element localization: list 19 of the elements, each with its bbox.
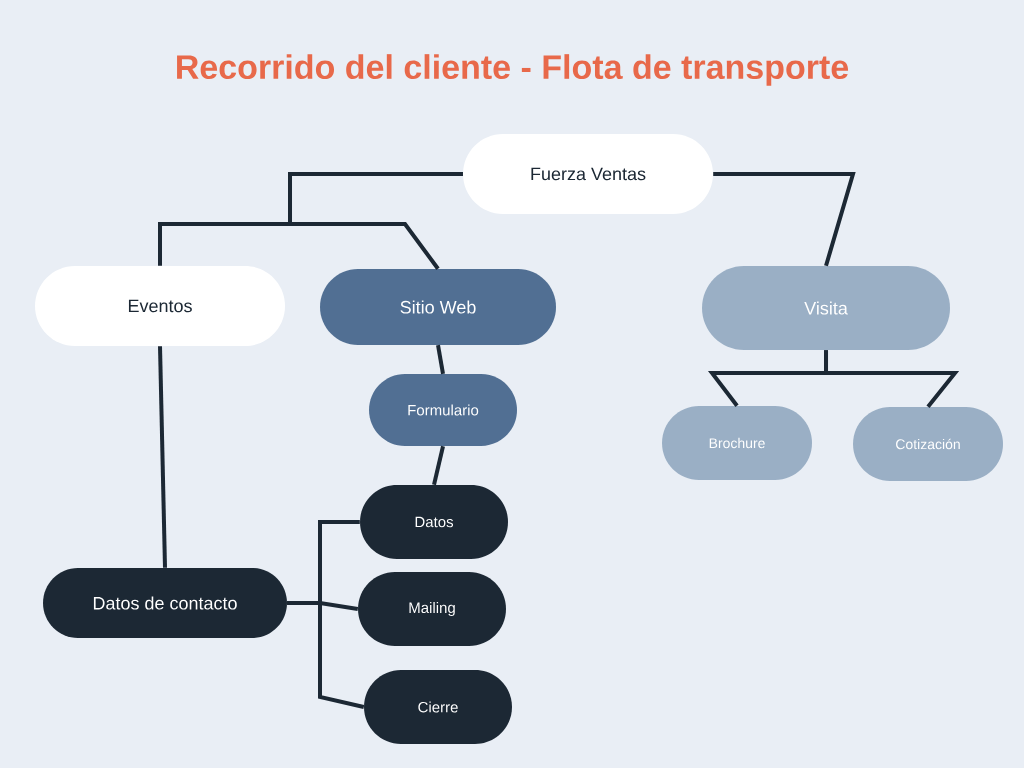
connector-line xyxy=(288,172,463,270)
pill-box: Fuerza Ventas xyxy=(463,134,713,214)
pill-box: Visita xyxy=(702,266,950,350)
connector-line xyxy=(713,172,856,267)
pill-box: Mailing xyxy=(358,572,506,646)
pill-box: Cotización xyxy=(853,407,1003,481)
pill-box: Cierre xyxy=(364,670,512,744)
connector-line xyxy=(287,601,365,709)
connector-line xyxy=(432,445,445,486)
pill-box: Sitio Web xyxy=(320,269,556,345)
pill-box: Datos xyxy=(360,485,508,559)
pill-box: Brochure xyxy=(662,406,812,480)
pill-box: Datos de contacto xyxy=(43,568,287,638)
pill-box: Formulario xyxy=(369,374,517,446)
title: Recorrido del cliente - Flota de transporte xyxy=(177,54,849,86)
pill-box: Eventos xyxy=(35,266,285,346)
connector-line xyxy=(158,346,167,568)
connector-line xyxy=(436,344,445,375)
connector-line xyxy=(824,350,960,409)
